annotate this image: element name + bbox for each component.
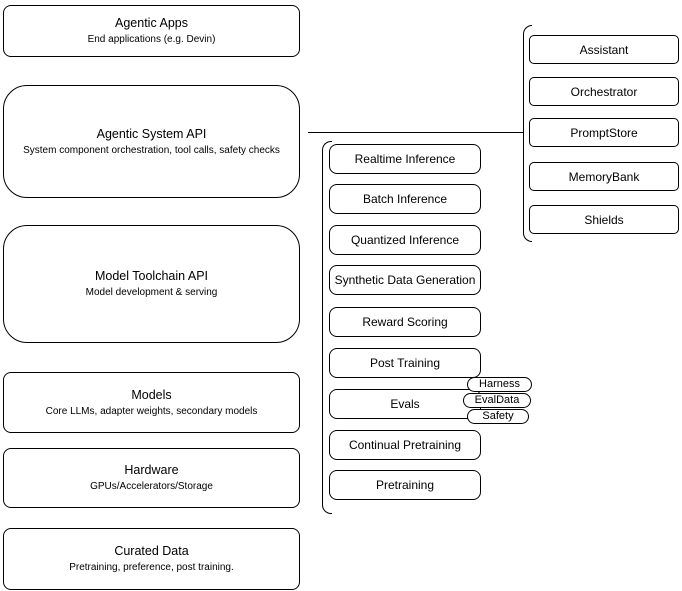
node-curated-data: Curated Data Pretraining, preference, po…	[3, 528, 300, 590]
node-subtitle: System component orchestration, tool cal…	[23, 144, 280, 156]
node-reward-scoring: Reward Scoring	[329, 307, 481, 337]
node-pretraining: Pretraining	[329, 470, 481, 500]
node-agentic-system-api: Agentic System API System component orch…	[3, 85, 300, 198]
node-continual-pretraining: Continual Pretraining	[329, 430, 481, 460]
node-models: Models Core LLMs, adapter weights, secon…	[3, 372, 300, 433]
node-promptstore: PromptStore	[529, 118, 679, 147]
node-orchestrator: Orchestrator	[529, 77, 679, 106]
node-evals: Evals	[329, 389, 481, 419]
node-title: Curated Data	[114, 544, 189, 558]
pill-safety: Safety	[467, 409, 529, 424]
node-shields: Shields	[529, 205, 679, 234]
node-title: Agentic System API	[96, 126, 207, 141]
node-realtime-inference: Realtime Inference	[329, 144, 481, 174]
node-subtitle: End applications (e.g. Devin)	[87, 34, 216, 45]
node-title: Hardware	[124, 463, 179, 477]
node-title: Models	[131, 387, 172, 402]
node-model-toolchain-api: Model Toolchain API Model development & …	[3, 225, 300, 343]
node-title: Model Toolchain API	[94, 269, 209, 283]
node-quantized-inference: Quantized Inference	[329, 225, 481, 255]
node-hardware: Hardware GPUs/Accelerators/Storage	[3, 448, 300, 508]
node-subtitle: Model development & serving	[85, 287, 218, 298]
pill-harness: Harness	[467, 377, 532, 392]
node-agentic-apps: Agentic Apps End applications (e.g. Devi…	[3, 5, 300, 57]
node-subtitle: GPUs/Accelerators/Storage	[90, 481, 213, 492]
node-subtitle: Pretraining, preference, post training.	[69, 562, 234, 573]
node-synthetic-data-generation: Synthetic Data Generation	[329, 265, 481, 295]
node-assistant: Assistant	[529, 35, 679, 64]
pill-evaldata: EvalData	[463, 393, 531, 408]
node-title: Agentic Apps	[115, 16, 188, 30]
node-subtitle: Core LLMs, adapter weights, secondary mo…	[45, 405, 258, 417]
node-post-training: Post Training	[329, 348, 481, 378]
node-memorybank: MemoryBank	[529, 162, 679, 191]
system-api-connector-line	[308, 132, 523, 133]
node-batch-inference: Batch Inference	[329, 184, 481, 214]
